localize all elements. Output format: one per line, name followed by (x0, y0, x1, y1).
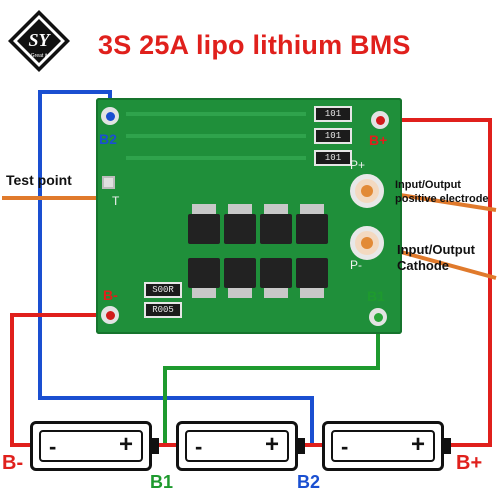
io-cathode-label-line-1: Input/Output (397, 242, 475, 257)
bottom-b1-label: B1 (150, 472, 174, 492)
component-row (126, 112, 306, 116)
test-point-pad (102, 176, 115, 189)
b1-pad-label: B1 (367, 288, 385, 304)
io-cathode-label: Input/Output Cathode (397, 242, 475, 274)
bottom-b2-label: B2 (297, 472, 321, 492)
b-minus-wire (10, 313, 110, 447)
io-positive-label-line-2: positive electrode (395, 193, 489, 205)
mosfet-chip (296, 214, 328, 244)
bottom-b-plus-label: B+ (456, 452, 483, 474)
b2-pad (101, 107, 119, 125)
io-positive-label: Input/Output positive electrode (395, 178, 489, 206)
b-minus-pad-label: B- (103, 287, 118, 303)
silk-p-minus: P- (350, 258, 362, 272)
resistor-bottom-2: R005 (144, 302, 182, 318)
resistor-top-2: 101 (314, 128, 352, 144)
b1-wire (163, 318, 380, 445)
page-title: 3S 25A lipo lithium BMS (98, 30, 411, 60)
brand-logo: SY Great it (8, 10, 70, 72)
resistor-top-3: 101 (314, 150, 352, 166)
battery-minus-sign: - (341, 434, 349, 459)
b2-pad-label: B2 (99, 131, 117, 147)
b1-pad (369, 308, 387, 326)
test-point-label: Test point (6, 172, 72, 188)
bottom-b-minus-label: B- (2, 452, 24, 474)
logo-subtext: Great it (31, 53, 48, 59)
component-row (126, 134, 306, 138)
battery-plus-sign: + (410, 431, 425, 458)
b-minus-pad (101, 306, 119, 324)
bms-board: 101 101 101 P+ P- T S00R R005 (96, 98, 402, 334)
mosfet-chip (224, 258, 256, 288)
mosfet-chip (188, 214, 220, 244)
b-plus-pad-label: B+ (369, 132, 388, 148)
battery-minus-sign: - (195, 434, 203, 459)
b-plus-pad (371, 111, 389, 129)
battery-cell-1: - + (30, 421, 159, 471)
b2-wire (38, 90, 314, 445)
mosfet-chip (188, 258, 220, 288)
io-cathode-label-line-2: Cathode (397, 258, 449, 273)
mosfet-chip (260, 214, 292, 244)
battery-plus-sign: + (118, 431, 133, 458)
mosfet-chip (260, 258, 292, 288)
battery-cell-2: - + (176, 421, 305, 471)
output-cathode-pad (350, 226, 384, 260)
battery-minus-sign: - (49, 434, 57, 459)
silk-p-plus: P+ (350, 158, 366, 172)
silk-t: T (112, 194, 120, 208)
mosfet-chip (296, 258, 328, 288)
logo-letters: SY (28, 30, 51, 50)
battery-plus-sign: + (264, 431, 279, 458)
b-plus-wire (380, 118, 492, 447)
mosfet-chip (224, 214, 256, 244)
io-positive-label-line-1: Input/Output (395, 179, 461, 191)
output-positive-pad (350, 174, 384, 208)
resistor-bottom-1: S00R (144, 282, 182, 298)
battery-cell-3: - + (322, 421, 451, 471)
component-row (126, 156, 306, 160)
resistor-top-1: 101 (314, 106, 352, 122)
